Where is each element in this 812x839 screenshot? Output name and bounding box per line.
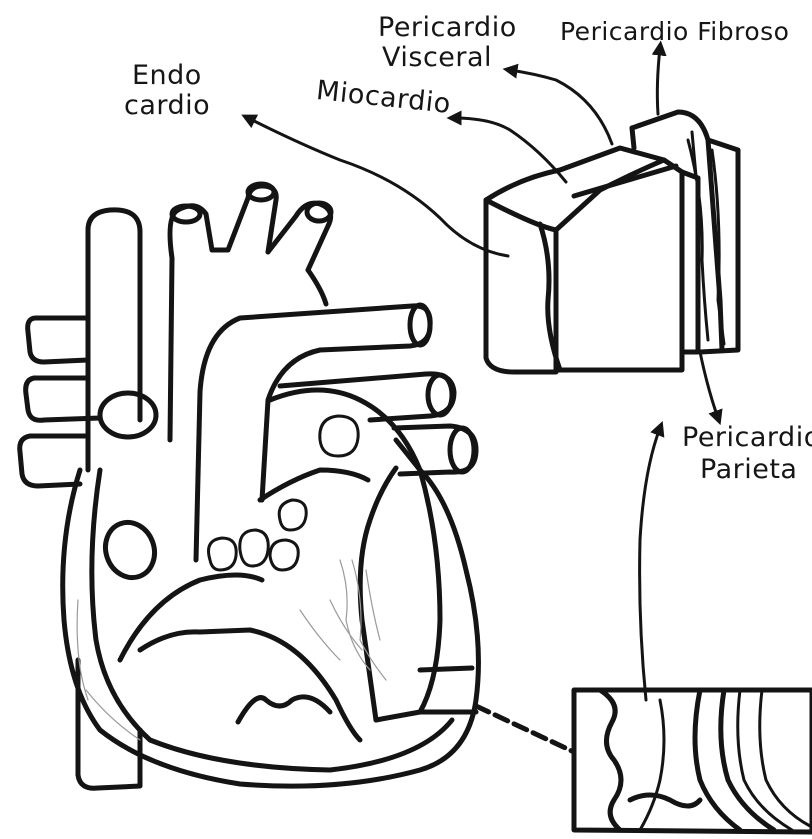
label-arrows bbox=[248, 48, 718, 700]
detail-inset bbox=[574, 690, 812, 832]
label-pericardio-parietal-line2: Parieta bbox=[700, 456, 797, 484]
label-pericardio-parietal-line1: Pericardio bbox=[682, 424, 812, 452]
label-pericardio-visceral-line1: Pericardio bbox=[378, 14, 517, 42]
label-endocardio-line2: cardio bbox=[124, 92, 210, 120]
detail-connector bbox=[476, 706, 574, 752]
label-endocardio-line1: Endo bbox=[132, 62, 202, 90]
wall-layers-block bbox=[486, 112, 738, 372]
label-pericardio-visceral-line2: Visceral bbox=[382, 44, 492, 72]
label-pericardio-fibroso: Pericardio Fibroso bbox=[560, 18, 789, 46]
heart-outline bbox=[20, 184, 479, 788]
